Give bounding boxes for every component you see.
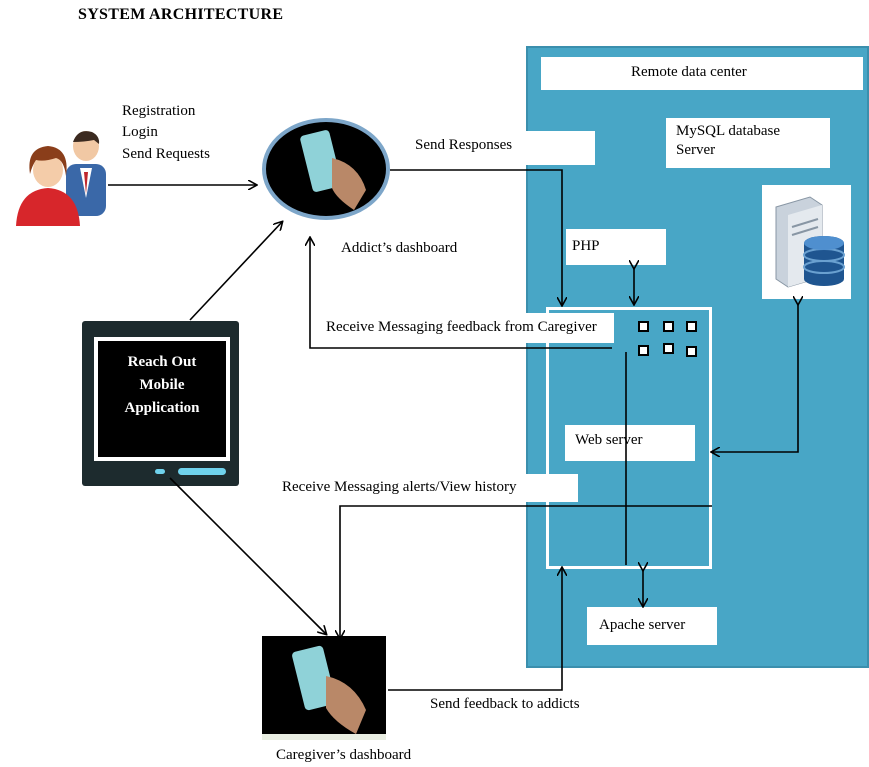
edge-receive-alerts [340,505,712,638]
edge-label-send-feedback: Send feedback to addicts [430,696,580,712]
caregiver-dashboard-label: Caregiver’s dashboard [276,747,412,763]
server-slot-icon [663,321,674,332]
edge-app-to-addict [189,222,282,321]
php-label: PHP [566,229,666,265]
data-center-title: Remote data center [541,57,863,90]
app-name-line2: Mobile [139,377,185,393]
server-slot-icon [638,345,649,356]
edge-send-feedback [388,568,562,691]
page-title: SYSTEM ARCHITECTURE [78,6,284,23]
device-button [178,468,226,475]
server-slot-icon [686,346,697,357]
users-icon [8,128,113,228]
action-send-requests: Send Requests [122,146,210,162]
app-name-line3: Application [124,400,200,416]
device-button-small [155,469,165,474]
addict-dashboard-image [262,118,390,220]
server-slot-icon [638,321,649,332]
edge-label-receive-feedback: Receive Messaging feedback from Caregive… [318,313,614,343]
smartphone-hand-icon [262,636,386,740]
server-slot-icon [686,321,697,332]
reach-out-app: Reach Out Mobile Application [94,337,230,461]
apache-server-label: Apache server [587,607,717,645]
action-login: Login [122,124,158,140]
smartphone-hand-icon [262,118,390,220]
caregiver-dashboard-image [262,636,386,740]
mysql-label-line1: MySQL database [676,123,781,139]
mysql-label-line2: Server [676,142,716,158]
edge-label-receive-alerts: Receive Messaging alerts/View history [272,474,578,502]
edge-app-to-caregiver [169,477,326,634]
edge-label-send-responses: Send Responses [405,131,595,165]
addict-dashboard-label: Addict’s dashboard [341,240,458,256]
mysql-server-label: MySQL database Server [666,118,830,168]
app-name-line1: Reach Out [127,354,197,370]
database-server-icon [762,185,851,299]
edge-receive-feedback [310,238,612,349]
edge-send-responses [390,169,562,305]
edge-db-web [712,304,798,452]
server-slot-icon [663,343,674,354]
action-registration: Registration [122,103,196,119]
